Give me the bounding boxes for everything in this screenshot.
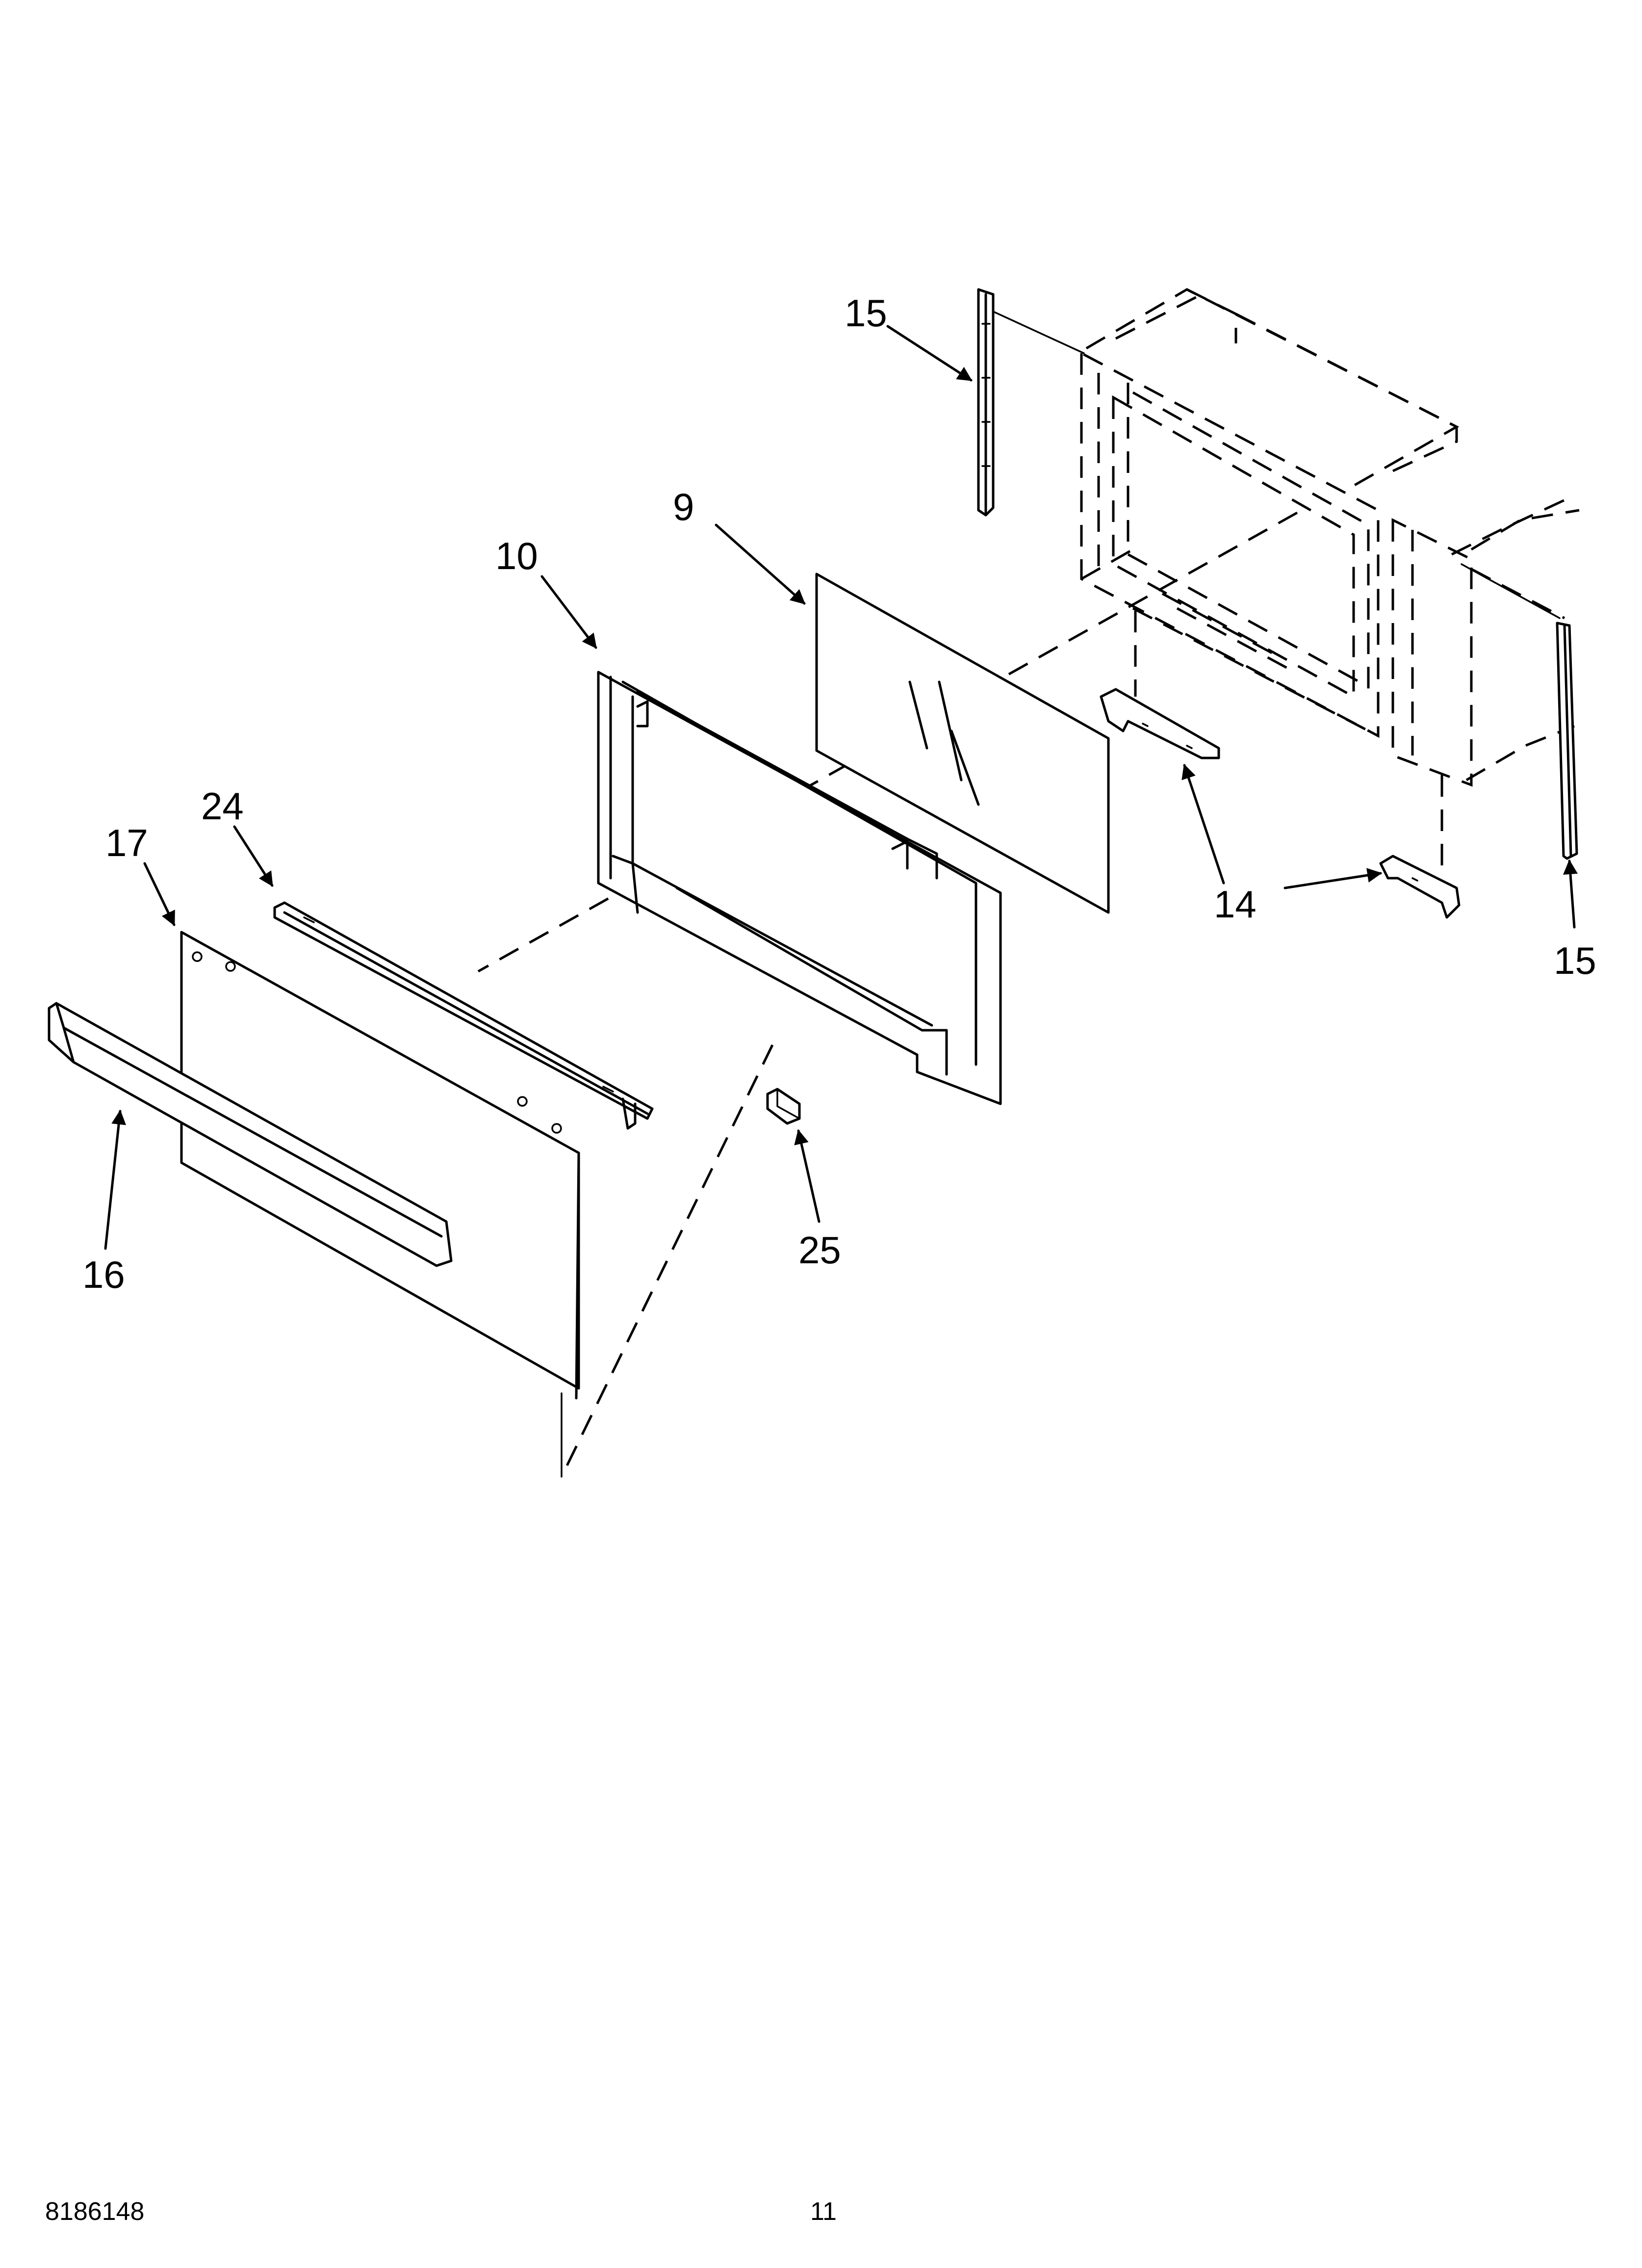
oven-cavity-phantom [1080,288,1580,787]
leader-arrows [104,325,1578,1250]
part-14-hinge-bracket-lower [1379,855,1461,919]
callout-16: 16 [82,1253,125,1296]
part-17-outer-door-panel [180,931,580,1400]
part-25-clip [766,1088,801,1125]
callout-10: 10 [495,534,538,577]
part-16-door-handle [48,1002,453,1267]
part-9-glass-panel [815,573,1110,914]
part-15-right-slide-rail [1556,622,1578,860]
callout-15-right: 15 [1554,939,1596,982]
part-10-door-frame [597,671,1002,1105]
callout-24: 24 [201,784,244,828]
callout-25: 25 [798,1228,841,1272]
callout-17: 17 [105,821,148,864]
callout-14: 14 [1214,883,1257,926]
part-14-hinge-bracket-upper [1100,688,1220,759]
part-15-top-slide-rail [977,288,995,517]
callout-9: 9 [673,485,694,528]
page-number: 11 [810,2197,837,2226]
document-number: 8186148 [45,2197,145,2226]
part-24-support-rail [273,901,654,1130]
callout-15-top: 15 [845,291,887,335]
